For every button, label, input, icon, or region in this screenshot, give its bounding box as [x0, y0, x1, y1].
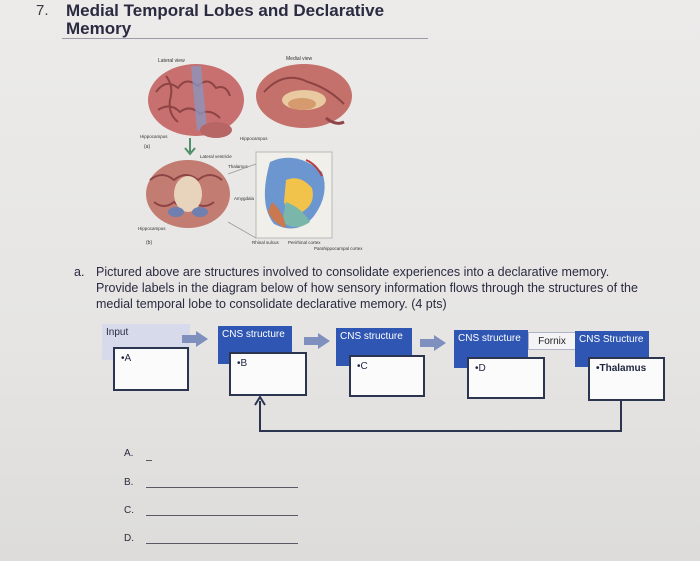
answer-d-letter: D. — [124, 533, 134, 544]
svg-text:Rhinal sulcus: Rhinal sulcus — [252, 240, 280, 245]
part-a-letter: a. — [74, 264, 84, 280]
svg-text:(b): (b) — [146, 240, 152, 246]
arrow-right-icon — [304, 333, 330, 349]
title-line-2: Memory — [66, 20, 384, 38]
answer-a-letter: A. — [124, 448, 133, 459]
arrow-right-icon — [420, 335, 446, 351]
part-a-prompt: Pictured above are structures involved t… — [96, 264, 641, 312]
input-box-a[interactable]: •A — [113, 347, 189, 391]
structure-d-box[interactable]: •D — [467, 357, 545, 399]
answer-c-letter: C. — [124, 505, 134, 516]
fornix-label: Fornix — [528, 332, 576, 350]
answer-b-line[interactable] — [146, 487, 298, 488]
svg-text:Thalamus: Thalamus — [228, 164, 249, 169]
title-line-1: Medial Temporal Lobes and Declarative — [66, 2, 384, 20]
thalamus-bullet: •Thalamus — [596, 363, 646, 374]
brain-illustration: Lateral view Medial view Hippocampus (a)… — [136, 52, 366, 252]
svg-text:Parahippocampal cortex: Parahippocampal cortex — [314, 246, 363, 251]
feedback-connector — [250, 395, 630, 435]
arrow-right-icon — [182, 331, 208, 347]
svg-text:Lateral ventricle: Lateral ventricle — [200, 154, 232, 159]
input-bullet: •A — [121, 353, 131, 364]
answer-c-line[interactable] — [146, 515, 298, 516]
structure-d-bullet: •D — [475, 363, 486, 374]
svg-text:Hippocampus: Hippocampus — [240, 136, 268, 141]
structure-c-bullet: •C — [357, 361, 368, 372]
structure-b-bullet: •B — [237, 358, 247, 369]
question-number: 7. — [36, 2, 49, 19]
structure-c-box[interactable]: •C — [349, 355, 425, 397]
svg-text:Hippocampus: Hippocampus — [138, 226, 166, 231]
svg-text:Hippocampus: Hippocampus — [140, 134, 168, 139]
title-underline — [62, 38, 428, 39]
svg-text:Perirhinal cortex: Perirhinal cortex — [288, 240, 321, 245]
svg-text:(a): (a) — [144, 144, 150, 150]
lateral-view-label: Lateral view — [158, 58, 185, 64]
answer-a-line[interactable] — [146, 460, 152, 461]
question-title: Medial Temporal Lobes and Declarative Me… — [66, 2, 384, 38]
structure-b-box[interactable]: •B — [229, 352, 307, 396]
answer-d-line[interactable] — [146, 543, 298, 544]
answer-b-letter: B. — [124, 477, 133, 488]
svg-text:Amygdala: Amygdala — [234, 196, 255, 201]
medial-view-label: Medial view — [286, 56, 313, 62]
brain-figure: Lateral view Medial view Hippocampus (a)… — [136, 52, 366, 252]
